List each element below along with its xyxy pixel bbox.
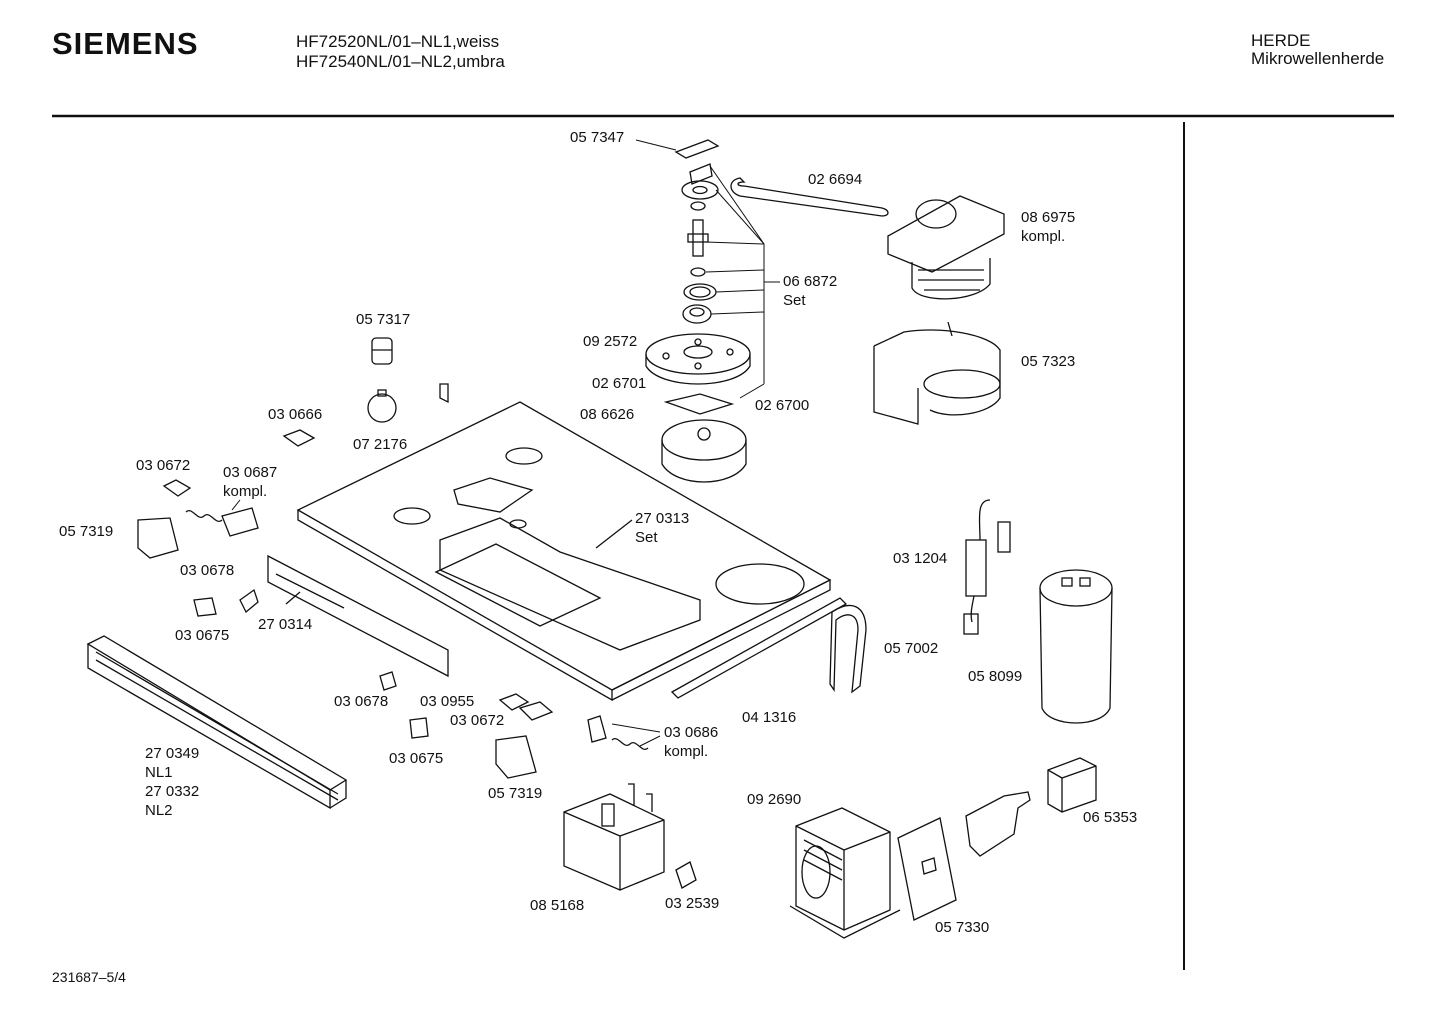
part-026701: 02 6701 [592,375,647,392]
part-032539: 03 2539 [665,895,720,912]
part-041316: 04 1316 [742,709,797,726]
switch-030675b [409,717,429,739]
switch-057319b [495,735,537,779]
part-030687-note: kompl. [223,483,268,500]
mounting-bracket [965,791,1031,857]
part-270349-note: NL1 [145,764,173,781]
chassis-base [296,401,832,702]
part-057347: 05 7347 [570,129,625,146]
part-030666: 03 0666 [268,406,323,423]
part-030955: 03 0955 [420,693,475,710]
switch-030675a [193,597,217,617]
model-line-2: HF72540NL/01–NL2,umbra [296,52,505,71]
switch-030955 [498,693,530,711]
part-065353: 06 5353 [1083,809,1138,826]
fuse-holder [963,499,1011,635]
spring-030687 [185,510,223,522]
insulation-sheet-057330 [897,817,957,921]
spring-030686 [611,738,649,750]
trim-strip-041316 [670,597,848,699]
stirrer-motor [887,195,1005,300]
part-086626: 08 6626 [580,406,635,423]
part-030675-a: 03 0675 [175,627,230,644]
part-270332: 27 0332 [145,783,200,800]
part-092572: 09 2572 [583,333,638,350]
part-270313-note: Set [635,529,658,546]
part-270314: 27 0314 [258,616,313,633]
subcategory-label: Mikrowellenherde [1251,49,1385,68]
part-085168: 08 5168 [530,897,585,914]
part-072176: 07 2176 [353,436,408,453]
relay [1047,757,1097,813]
part-057323: 05 7323 [1021,353,1076,370]
part-030686-note: kompl. [664,743,709,760]
turntable-plate [645,333,751,385]
part-066872: 06 6872 [783,273,838,290]
sheet-hole [921,857,937,875]
part-086975-note: kompl. [1021,228,1066,245]
switch-bracket-030687 [221,507,259,537]
transformer [789,807,901,939]
part-030686: 03 0686 [664,724,719,741]
thermostat-032539 [675,861,697,889]
spindle-leader-lines [635,139,780,399]
switch-057319a [137,517,179,559]
part-030672-a: 03 0672 [136,457,191,474]
lamp-bulb [367,389,397,423]
part-270332-note: NL2 [145,802,173,819]
part-092690: 09 2690 [747,791,802,808]
part-057330: 05 7330 [935,919,990,936]
part-057317: 05 7317 [356,311,411,328]
part-030672-b: 03 0672 [450,712,505,729]
magnetron [563,783,665,891]
part-086975: 08 6975 [1021,209,1076,226]
switch-030672a [162,479,192,497]
brand-logo: SIEMENS [52,26,199,61]
model-line-1: HF72520NL/01–NL1,weiss [296,32,500,51]
spindle-stack [674,139,720,324]
part-030678-b: 03 0678 [334,693,389,710]
category-label: HERDE [1251,31,1311,50]
bracket-057002 [829,604,867,694]
part-026700: 02 6700 [755,397,810,414]
part-030687: 03 0687 [223,464,278,481]
part-058099: 05 8099 [968,668,1023,685]
switch-leader-lines [231,499,661,747]
clip-030678a [239,588,259,614]
part-066872-note: Set [783,292,806,309]
drive-motor-disc [661,419,747,483]
document-code: 231687–5/4 [52,969,126,985]
part-057319-a: 05 7319 [59,523,114,540]
capacitor [1039,569,1113,724]
part-057319-b: 05 7319 [488,785,543,802]
door-trim-270349 [86,635,348,810]
part-270349: 27 0349 [145,745,200,762]
drive-belt [730,177,889,217]
coupling-plate [663,393,735,415]
clip-030678b [379,671,397,691]
front-rail-270314 [267,554,449,678]
part-057002: 05 7002 [884,640,939,657]
switch-030686 [587,715,607,743]
fan-housing [873,321,1001,425]
clip [439,383,449,404]
part-026694: 02 6694 [808,171,863,188]
part-270313: 27 0313 [635,510,690,527]
lamp-socket [371,337,393,365]
part-030678-a: 03 0678 [180,562,235,579]
part-030675-b: 03 0675 [389,750,444,767]
part-031204: 03 1204 [893,550,948,567]
switch-030672b [518,701,554,721]
switch-030666 [282,429,316,447]
